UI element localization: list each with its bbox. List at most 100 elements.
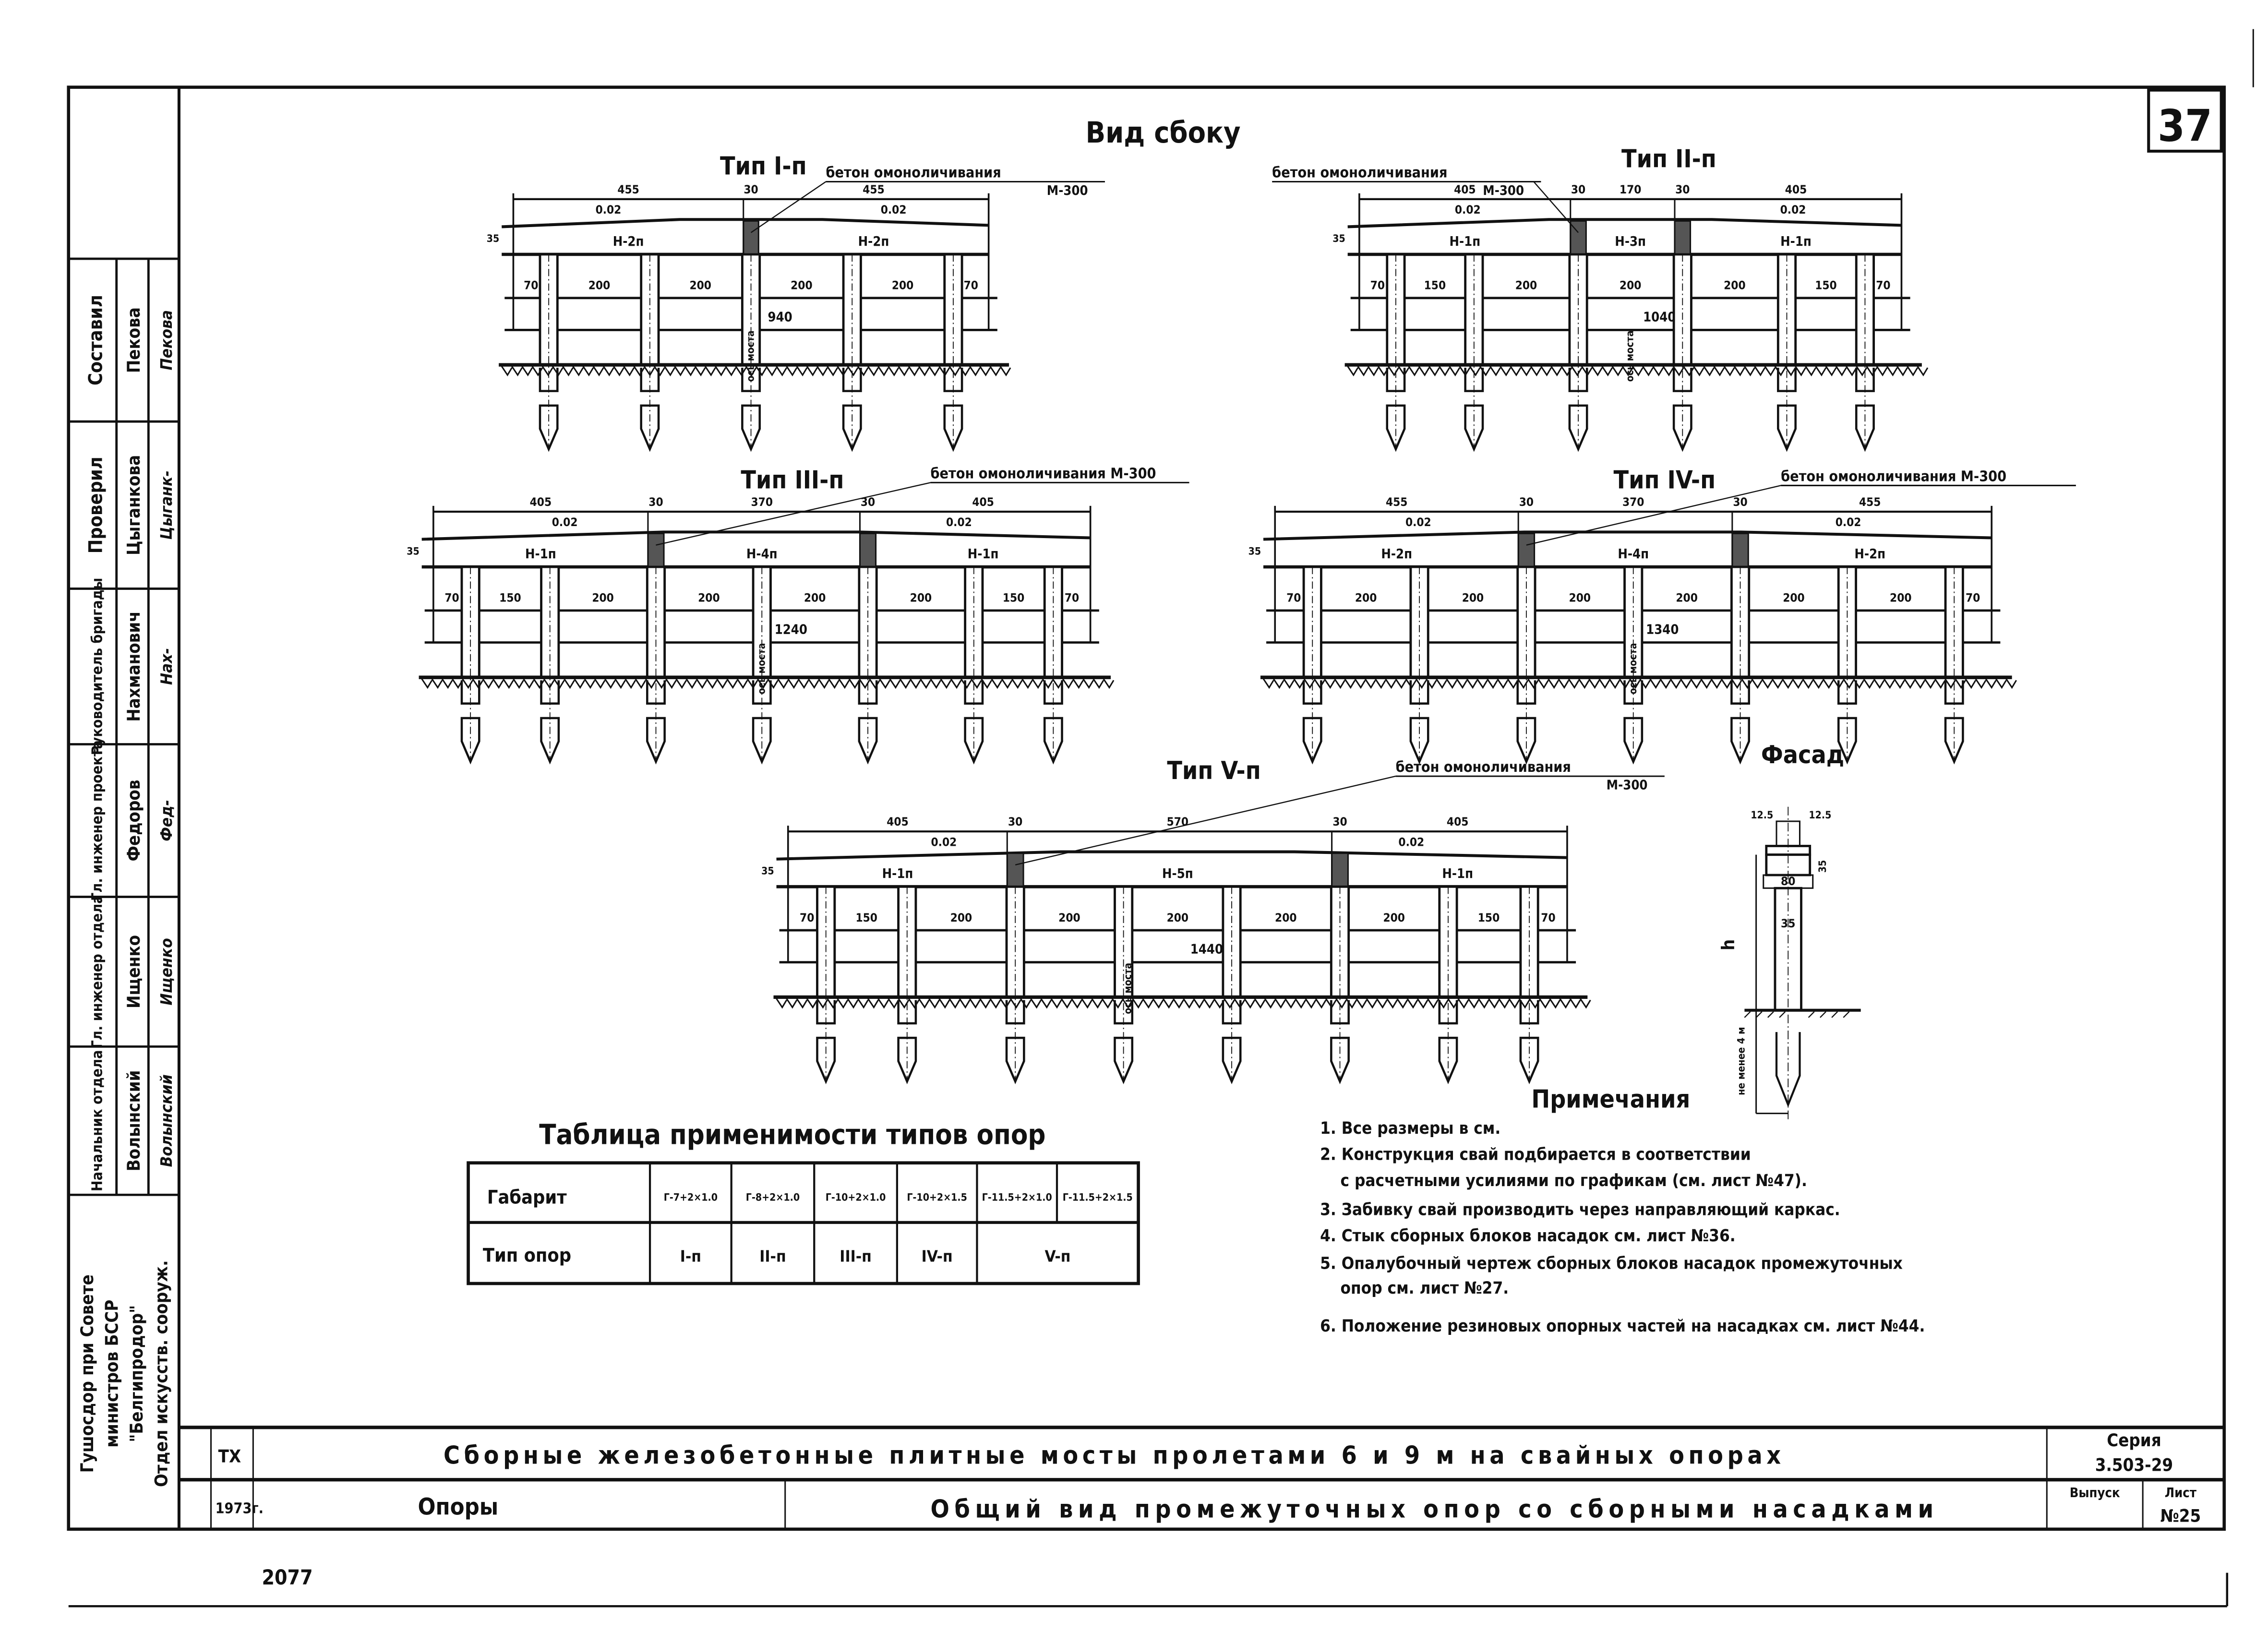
pile-tip <box>540 680 560 765</box>
facade-dim-left: 12.5 <box>1751 809 1773 821</box>
stamp-signature: Цыганк- <box>157 470 176 540</box>
series-value: 3.503-29 <box>2095 1455 2173 1476</box>
main-title: Сборные железобетонные плитные мосты про… <box>444 1441 1781 1470</box>
bottom-dimension: 200 <box>588 279 610 292</box>
concrete-label: бетон омоноличивания <box>826 164 1001 181</box>
note-line: 3. Забивку свай производить через направ… <box>1320 1200 1840 1220</box>
archive-number: 2077 <box>262 1566 313 1589</box>
stamp-signature: Волынский <box>157 1074 176 1167</box>
bottom-dimension: 200 <box>804 591 826 605</box>
pile <box>1568 253 1588 452</box>
pile <box>816 885 836 1084</box>
leader-line <box>750 181 827 233</box>
pile <box>943 253 963 452</box>
pier-title: Тип V-п <box>1167 756 1260 785</box>
top-dimension: 405 <box>530 495 552 509</box>
organization-line: Гушосдор при Совете <box>77 1274 97 1473</box>
sheet-title: Общий вид промежуточных опор со сборными… <box>931 1495 1934 1524</box>
bottom-dimension: 150 <box>1424 279 1446 292</box>
pile-tip <box>752 680 772 765</box>
pile-tip <box>1944 680 1964 765</box>
top-dimension: 455 <box>1859 495 1881 509</box>
top-dimension: 570 <box>1167 815 1188 828</box>
table-cell-type: IV-п <box>922 1247 953 1266</box>
concrete-label: бетон омоноличивания М-300 <box>931 465 1156 482</box>
organization-line: министров БССР <box>102 1300 122 1448</box>
sheet-label: Лист <box>2165 1486 2197 1500</box>
pile <box>640 253 660 452</box>
pile <box>1730 565 1751 765</box>
bottom-dimension: 150 <box>855 911 877 924</box>
sheet-value: №25 <box>2160 1506 2201 1526</box>
pile-tip <box>1777 368 1797 452</box>
slope-label: 0.02 <box>1836 516 1861 529</box>
cap-block-label: Н-3п <box>1615 234 1646 249</box>
bottom-dimension: 200 <box>1515 279 1537 292</box>
note-line: опор см. лист №27. <box>1341 1279 1509 1298</box>
pier-title: Тип II-п <box>1621 144 1716 173</box>
pile-tip <box>1855 368 1875 452</box>
cap-block-label: Н-2п <box>613 234 644 249</box>
pile-tip <box>1114 1000 1134 1084</box>
total-length: 1240 <box>775 622 807 637</box>
table-cell-type: III-п <box>840 1247 872 1266</box>
bottom-dimension: 70 <box>1065 591 1079 605</box>
cap-height-dim: 35 <box>761 865 774 877</box>
pile <box>858 565 878 765</box>
pile <box>842 253 862 452</box>
top-dimension: 455 <box>1386 495 1407 509</box>
pile-tip <box>640 368 660 452</box>
facade-view: Фасад 12.5 12.5 80 35 35 h не менее 4 м <box>1718 741 1861 1119</box>
applicability-table: Таблица применимости типов опор Г-7+2×1.… <box>467 1118 1140 1285</box>
notes: Примечания 1. Все размеры в см.2. Констр… <box>1320 1085 1925 1336</box>
pile <box>540 565 560 765</box>
stamp-name: Волынский <box>123 1070 144 1171</box>
pile-tip <box>1043 680 1063 765</box>
stamp-name: Пекова <box>123 307 144 373</box>
bottom-dimension: 200 <box>1167 911 1188 924</box>
slope-label: 0.02 <box>596 203 622 216</box>
table-cell-gabarit: Г-11.5+2×1.5 <box>1063 1191 1133 1203</box>
pile <box>1386 253 1406 452</box>
bottom-dimension: 200 <box>1462 591 1484 605</box>
issue-label: Выпуск <box>2070 1486 2120 1500</box>
bottom-dimension: 200 <box>1890 591 1911 605</box>
pile-tip <box>964 680 984 765</box>
view-title: Вид сбоку <box>1086 116 1241 150</box>
cap-height-dim: 35 <box>1248 545 1261 557</box>
joint-concrete-hatch <box>859 532 877 568</box>
total-length: 1440 <box>1190 942 1223 957</box>
facade-height-label: h <box>1718 939 1739 950</box>
bottom-dimension: 70 <box>1286 591 1301 605</box>
pile-tip <box>1438 1000 1458 1084</box>
pile <box>1114 885 1134 1084</box>
note-line: 2. Конструкция свай подбирается в соотве… <box>1320 1145 1751 1164</box>
stamp-signature: Фед- <box>157 800 176 841</box>
title-code: ТХ <box>218 1446 241 1466</box>
table-cell-gabarit: Г-10+2×1.5 <box>907 1191 967 1203</box>
cap-top-edge <box>1347 218 1902 228</box>
bottom-dimension: 70 <box>800 911 814 924</box>
section-title: Опоры <box>418 1493 498 1520</box>
sheet-frame <box>67 29 2254 1608</box>
table-title: Таблица применимости типов опор <box>539 1118 1045 1151</box>
bottom-dimension: 200 <box>1058 911 1080 924</box>
top-dimension: 405 <box>1454 183 1476 196</box>
bottom-dimension: 70 <box>964 279 978 292</box>
pile-tip <box>1302 680 1322 765</box>
pile <box>539 253 559 452</box>
cap-block-label: Н-2п <box>858 234 889 249</box>
cap-block-label: Н-1п <box>1780 234 1812 249</box>
total-length: 1340 <box>1646 622 1679 637</box>
table-cell-gabarit: Г-8+2×1.0 <box>746 1191 800 1203</box>
cap-top-edge <box>502 218 989 228</box>
pile <box>1302 565 1322 765</box>
pile-tip <box>858 680 878 765</box>
top-dimension: 30 <box>1675 183 1690 196</box>
title-year: 1973г. <box>216 1500 264 1517</box>
cap-block-label: Н-2п <box>1381 547 1412 562</box>
pile <box>1776 253 1797 452</box>
pile-tip <box>1519 1000 1539 1084</box>
